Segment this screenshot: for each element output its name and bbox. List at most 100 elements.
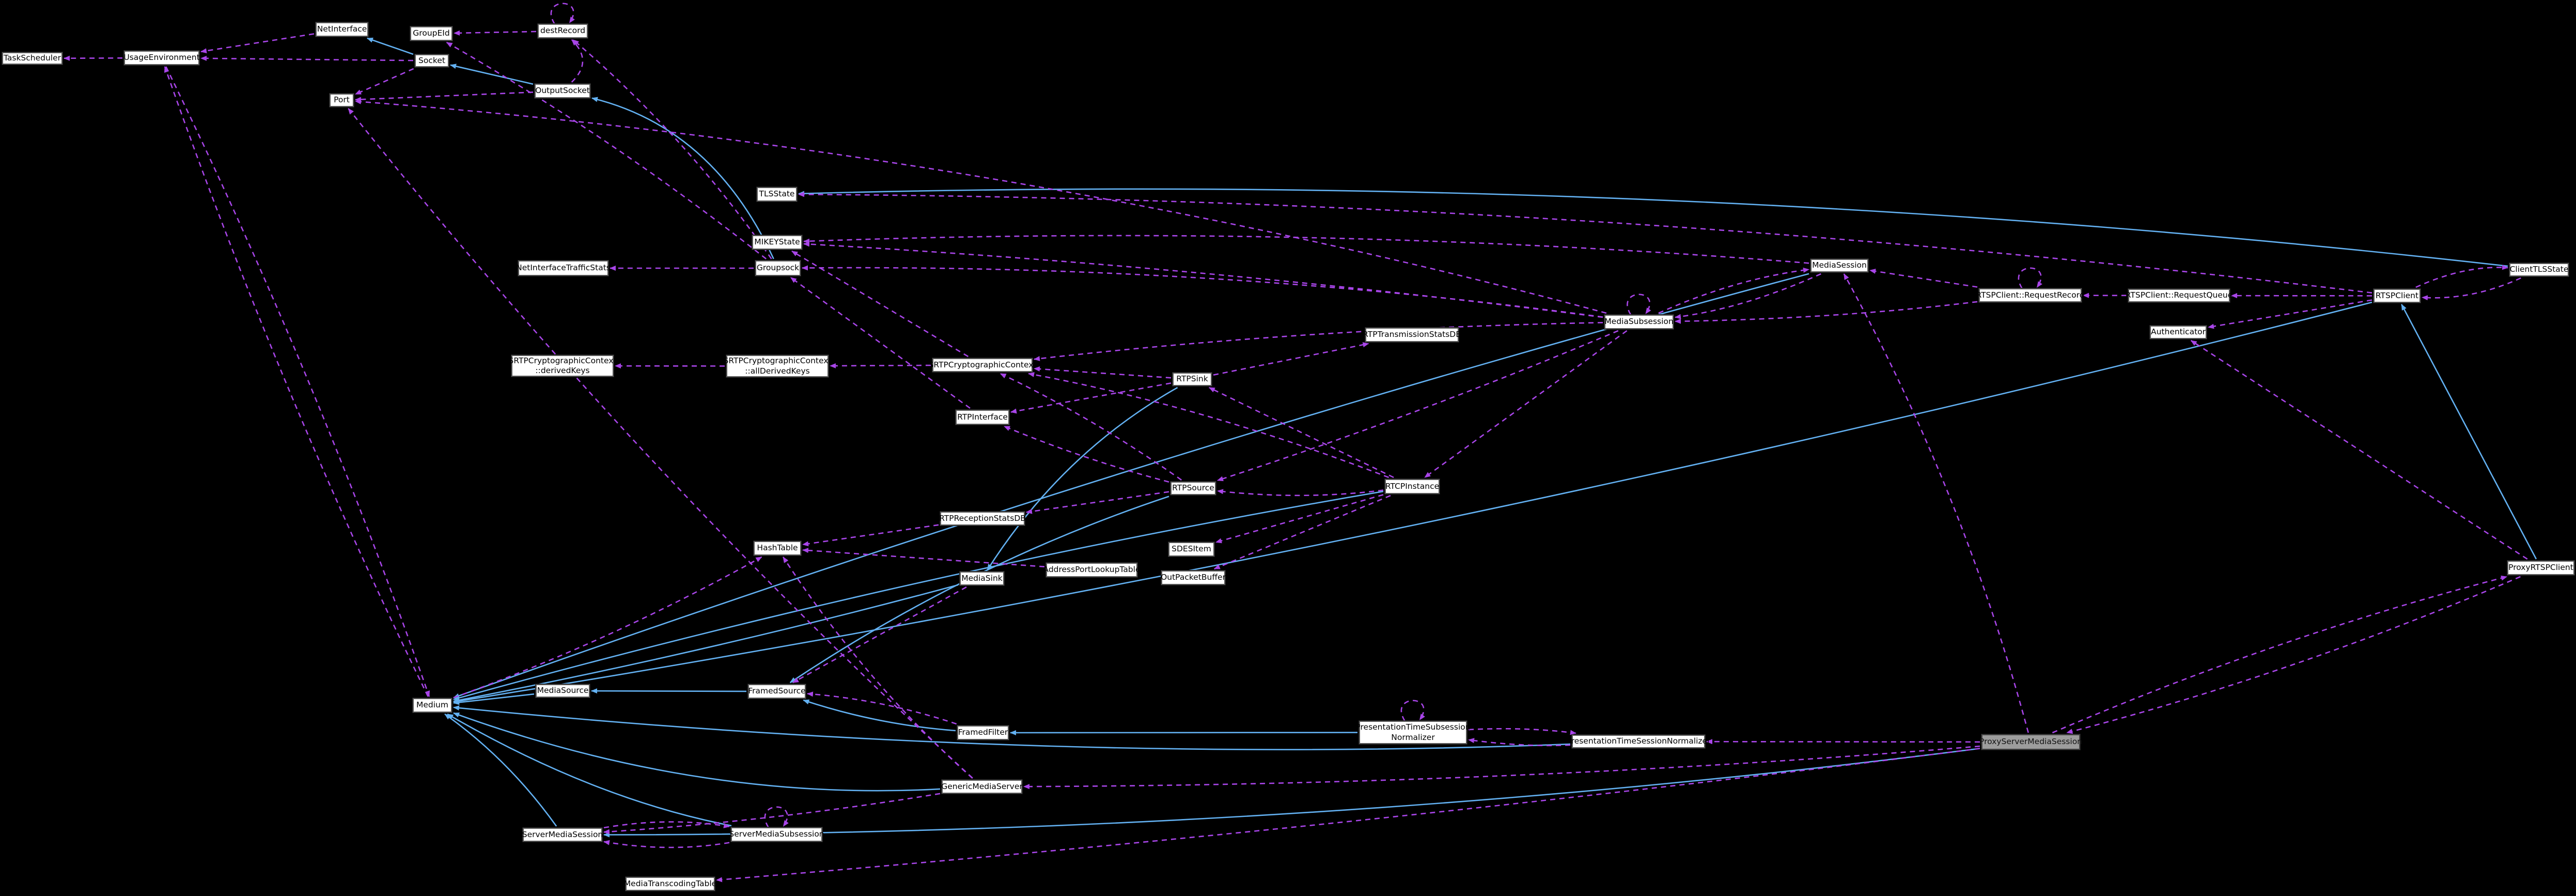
node-label: MediaSession [1812, 260, 1867, 270]
edge-serverMediaSession-medium [444, 713, 557, 827]
edge-outputSocket-destRecord [571, 39, 584, 83]
node-addressPortLookupTable[interactable]: AddressPortLookupTable [1043, 563, 1141, 577]
node-requestRecord[interactable]: RTSPClient::RequestRecord [1976, 288, 2085, 302]
node-proxyRTSPClient[interactable]: ProxyRTSPClient [2507, 561, 2574, 575]
edge-rtpSink-srtpContext [1034, 366, 1172, 379]
edge-groupsock-destRecord [572, 39, 772, 259]
edge-rtpSource-srtpContext [1000, 373, 1182, 481]
node-label: ProxyServerMediaSession [1979, 737, 2082, 747]
node-netInterface[interactable]: NetInterface [316, 22, 368, 37]
node-ptSessionNormalizer[interactable]: PresentationTimeSessionNormalizer [1567, 735, 1710, 748]
node-mediaSubsession[interactable]: MediaSubsession [1604, 315, 1674, 329]
node-taskScheduler[interactable]: TaskScheduler [2, 52, 63, 65]
node-srtpDerivedKeys[interactable]: SRTPCryptographicContext::derivedKeys [509, 355, 617, 377]
edge-genericMediaServer-hashTable [783, 557, 973, 779]
node-rtpInterface[interactable]: RTPInterface [956, 410, 1009, 425]
node-rtcpInstance[interactable]: RTCPInstance [1385, 479, 1440, 494]
node-groupEId[interactable]: GroupEId [410, 26, 452, 41]
edge-rtpSource-rtpReceptionStatsDB [1026, 491, 1169, 514]
node-label: RTPInterface [957, 412, 1008, 422]
edge-rtpReceptionStatsDB-hashTable [802, 524, 939, 547]
node-label: Medium [416, 700, 448, 710]
edge-rtspClient-authenticator [2208, 299, 2372, 329]
edge-medium-usageEnvironment [164, 66, 429, 697]
node-serverMediaSession[interactable]: ServerMediaSession [522, 828, 603, 842]
edge-proxyServerMediaSession-mediaSession [1843, 273, 2029, 733]
edge-rtcpInstance-rtpSink [1208, 387, 1394, 478]
node-mediaTranscodingTable[interactable]: MediaTranscodingTable [624, 877, 716, 891]
edge-mediaSession-mediaSubsession [1675, 273, 1821, 319]
node-srtpAllDerivedKeys[interactable]: SRTPCryptographicContext::allDerivedKeys [724, 355, 832, 377]
edge-serverMediaSession-serverMediaSubsession [603, 821, 730, 829]
node-medium[interactable]: Medium [413, 698, 452, 713]
node-framedSource[interactable]: FramedSource [748, 684, 806, 699]
node-framedFilter[interactable]: FramedFilter [957, 725, 1009, 740]
edge-mediaSession-medium [453, 273, 1809, 699]
node-label: RTCPInstance [1385, 481, 1440, 491]
edge-addressPortLookupTable-hashTable [802, 548, 1045, 567]
edge-srtpContext-mikeyState [791, 250, 969, 358]
edge-rtcpInstance-medium [453, 490, 1384, 701]
node-outPacketBuffer[interactable]: OutPacketBuffer [1161, 570, 1226, 585]
edge-outputSocket-port [355, 91, 534, 102]
node-socket[interactable]: Socket [415, 54, 449, 67]
edge-ptSubsessionNormalizer-ptSubsessionNormalizer [1400, 700, 1425, 721]
edge-socket-port [355, 68, 414, 95]
node-serverMediaSubsession[interactable]: ServerMediaSubsession [729, 827, 824, 842]
node-rtpSink[interactable]: RTPSink [1173, 373, 1212, 386]
edge-rtspClient-tlsState [798, 192, 2372, 293]
edge-medium-hashTable [453, 556, 762, 699]
node-tlsState[interactable]: TLSState [757, 187, 797, 202]
node-netInterfaceTrafficStats[interactable]: NetInterfaceTrafficStats [516, 260, 611, 276]
node-label: RTPSink [1176, 374, 1208, 384]
node-outputSocket[interactable]: OutputSocket [535, 84, 590, 98]
edge-genericMediaServer-port [348, 108, 973, 779]
edge-clientTLSState-rtspClient [2422, 277, 2521, 301]
edge-rtpInterface-groupsock [790, 276, 971, 409]
edge-rtcpInstance-srtpContext [1028, 372, 1390, 478]
node-label: GenericMediaServer [941, 781, 1023, 791]
edge-rtpSource-rtpInterface [1004, 425, 1169, 483]
node-mikeyState[interactable]: MIKEYState [752, 235, 802, 250]
node-label: Port [334, 95, 350, 105]
node-proxyServerMediaSession[interactable]: ProxyServerMediaSession [1979, 734, 2082, 750]
edge-usageEnvironment-medium [165, 66, 430, 697]
node-destRecord[interactable]: destRecord [538, 24, 588, 38]
edge-ptSessionNormalizer-medium [453, 705, 1571, 750]
edge-destRecord-groupEId [454, 30, 537, 36]
node-mediaSource[interactable]: MediaSource [536, 684, 590, 698]
edge-destRecord-destRecord [550, 3, 575, 24]
node-rtspClient[interactable]: RTSPClient [2374, 289, 2421, 303]
node-rtpReceptionStatsDB[interactable]: RTPReceptionStatsDB [939, 512, 1026, 526]
node-mediaSession[interactable]: MediaSession [1810, 259, 1868, 272]
edge-mediaSubsession-srtpContext [1034, 322, 1603, 361]
node-hashTable[interactable]: HashTable [754, 541, 801, 555]
node-rtpTransmissionStatsDB[interactable]: RTPTransmissionStatsDB [1363, 328, 1461, 342]
node-mediaSink[interactable]: MediaSink [960, 571, 1004, 585]
node-sdesItem[interactable]: SDESItem [1168, 542, 1214, 557]
edge-rtpSink-rtpTransmissionStatsDB [1213, 342, 1369, 376]
edge-framedFilter-framedSource [807, 691, 957, 725]
node-clientTLSState[interactable]: ClientTLSState [2509, 263, 2569, 276]
node-label: ClientTLSState [2509, 265, 2569, 274]
node-label: FramedSource [748, 686, 806, 696]
edge-ptSubsessionNormalizer-ptSessionNormalizer [1468, 728, 1576, 735]
node-label: MediaSubsession [1604, 317, 1674, 327]
edge-netInterface-usageEnvironment [200, 33, 315, 54]
node-rtpSource[interactable]: RTPSource [1170, 482, 1216, 495]
edge-socket-netInterface [366, 37, 414, 55]
node-port[interactable]: Port [330, 94, 354, 107]
node-srtpContext[interactable]: SRTPCryptographicContext [929, 358, 1037, 372]
node-label: RTSPClient::RequestRecord [1976, 290, 2085, 300]
node-requestQueue[interactable]: RTSPClient::RequestQueue [2125, 289, 2233, 302]
node-authenticator[interactable]: Authenticator [2150, 326, 2207, 339]
edge-proxyRTSPClient-rtspClient [2401, 304, 2537, 560]
edge-mediaSession-mikeyState [803, 235, 1809, 264]
node-groupsock[interactable]: Groupsock [755, 260, 801, 276]
node-label: RTSPClient::RequestQueue [2125, 290, 2233, 300]
node-genericMediaServer[interactable]: GenericMediaServer [941, 780, 1023, 794]
node-usageEnvironment[interactable]: UsageEnvironment [123, 51, 200, 65]
edge-serverMediaSubsession-medium [447, 713, 732, 827]
